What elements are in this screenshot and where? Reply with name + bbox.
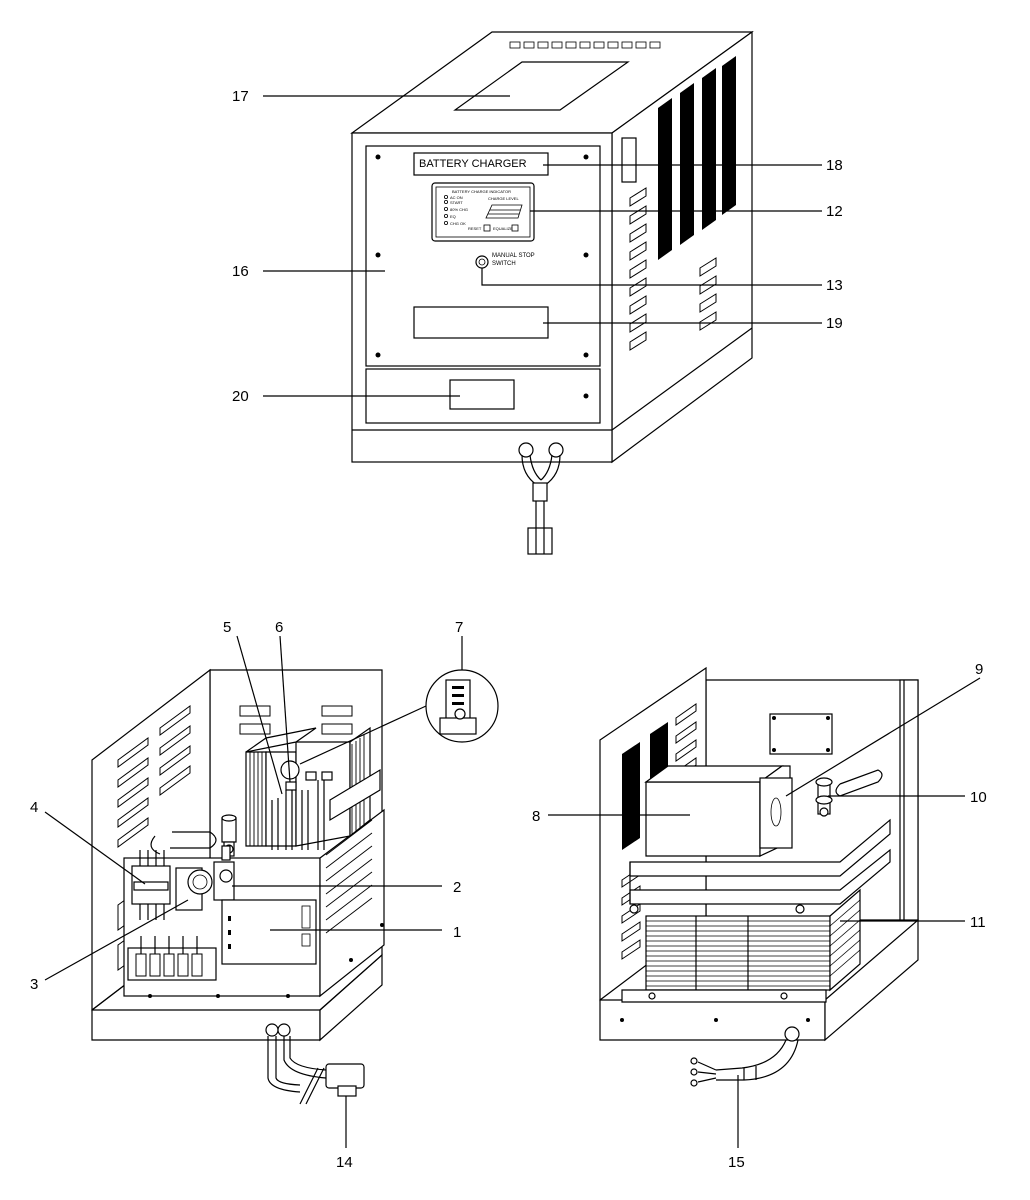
callout-14: 14: [336, 1154, 353, 1171]
svg-text:AC ON: AC ON: [450, 195, 463, 200]
relay-terminal-block: [131, 850, 171, 920]
svg-text:EQ: EQ: [450, 214, 456, 219]
callout-3: 3: [30, 976, 38, 993]
callout-19: 19: [826, 315, 843, 332]
side-louvers: [621, 56, 736, 351]
callout-labels: 1 2 3 4 5 6 7 8 9 10 11 12 13 14 15 16 1…: [30, 88, 987, 1171]
circuit-breaker: [213, 845, 235, 901]
ac-input-cable-right: [690, 1026, 800, 1087]
indicator-panel: BATTERY CHARGE INDICATOR AC ON START 80%…: [431, 182, 535, 242]
reset-button: [483, 224, 491, 232]
callout-11: 11: [970, 914, 986, 931]
callout-4: 4: [30, 799, 38, 816]
callout-20: 20: [232, 388, 249, 405]
charger-right-interior-view: [548, 666, 981, 1148]
instruction-plate: [413, 306, 549, 339]
svg-text:80% CHG: 80% CHG: [450, 207, 468, 212]
svg-text:EQUALIZE: EQUALIZE: [493, 226, 513, 231]
equalize-button: [511, 224, 519, 232]
fuse-terminal-strip: [127, 936, 217, 981]
callout-9: 9: [975, 661, 983, 678]
svg-text:CHARGE LEVEL: CHARGE LEVEL: [488, 196, 519, 201]
callout-17: 17: [232, 88, 249, 105]
callout-18: 18: [826, 157, 843, 174]
callout-13: 13: [826, 277, 843, 294]
svg-text:CHG OK: CHG OK: [450, 221, 466, 226]
callout-15: 15: [728, 1154, 745, 1171]
callout-7: 7: [455, 619, 463, 636]
charge-level-meter: [485, 204, 523, 219]
dc-output-cable: [518, 442, 564, 555]
top-label-plate: [453, 61, 630, 111]
callout-8: 8: [532, 808, 540, 825]
callout-5: 5: [223, 619, 231, 636]
svg-text:RESET: RESET: [468, 226, 482, 231]
callout-2: 2: [453, 879, 461, 896]
top-vent-slots: [509, 41, 661, 49]
charger-front-view: BATTERY CHARGER BATTERY CHARGE INDICATOR…: [263, 30, 822, 555]
rectifier-heatsink-assembly: [245, 726, 381, 934]
ac-input-cable-left: [265, 1023, 365, 1105]
svg-text:START: START: [450, 200, 463, 205]
callout-12: 12: [826, 203, 843, 220]
svg-text:MANUAL STOP: MANUAL STOP: [492, 253, 535, 259]
svg-text:SWITCH: SWITCH: [492, 261, 516, 267]
lower-plate: [449, 379, 515, 410]
power-transformer: [621, 888, 861, 1003]
filter-capacitor: [644, 765, 793, 857]
nameplate-text: BATTERY CHARGER: [419, 158, 527, 170]
control-transformer: [175, 867, 213, 911]
nameplate: [413, 152, 549, 176]
callout-6: 6: [275, 619, 283, 636]
control-circuit-board: [221, 899, 317, 965]
charger-left-interior-view: [44, 635, 499, 1148]
dc-connector: [527, 527, 553, 555]
terminal-post: [815, 777, 833, 817]
svg-text:BATTERY CHARGE INDICATOR: BATTERY CHARGE INDICATOR: [452, 189, 511, 194]
callout-16: 16: [232, 263, 249, 280]
callout-1: 1: [453, 924, 461, 941]
detail-inset: [299, 669, 499, 765]
callout-10: 10: [970, 789, 987, 806]
